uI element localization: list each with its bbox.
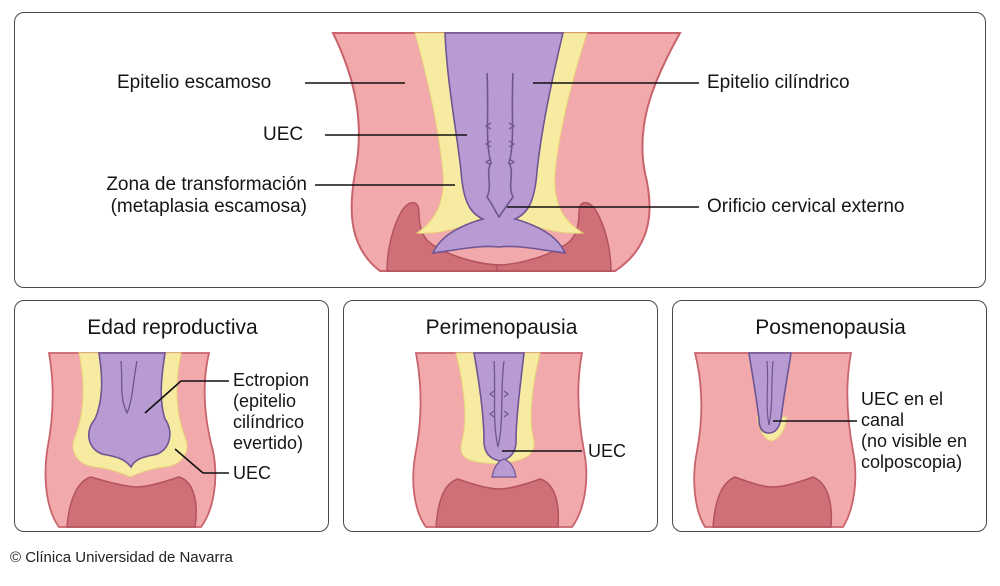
- cervix-postmenopause-illustration: [693, 352, 857, 528]
- label-uec-perimenopause: UEC: [588, 441, 627, 461]
- label-ectropion: Ectropion (epitelio cilíndrico evertido): [233, 370, 310, 453]
- panel-title-postmenopause: Posmenopausia: [755, 316, 906, 339]
- ectropion-region: [87, 352, 171, 469]
- label-squamous-epithelium: Epitelio escamoso: [117, 72, 272, 93]
- reproductive-age-panel: Edad reproductiva Ectropion (epitelio ci…: [14, 300, 329, 532]
- panel-title-perimenopause: Perimenopausia: [425, 316, 578, 339]
- label-uec-in-canal: UEC en el canal (no visible en colposcop…: [861, 389, 968, 472]
- columnar-epithelium-region: [431, 32, 567, 254]
- cervix-perimenopause-illustration: [412, 352, 588, 528]
- label-uec: UEC: [263, 124, 304, 145]
- cervix-main-illustration: [305, 32, 699, 272]
- main-diagram-panel: Epitelio escamoso UEC Zona de transforma…: [14, 12, 986, 288]
- label-uec-reproductive: UEC: [233, 463, 272, 483]
- label-transformation-zone: Zona de transformación (metaplasia escam…: [106, 174, 307, 217]
- vaginal-wall-region: [386, 201, 502, 272]
- postmenopause-panel: Posmenopausia UEC en el canal (no visibl…: [672, 300, 987, 532]
- copyright-notice: © Clínica Universidad de Navarra: [10, 549, 233, 566]
- label-external-os: Orificio cervical externo: [707, 196, 905, 217]
- panel-title-reproductive: Edad reproductiva: [87, 316, 258, 339]
- cervix-reproductive-illustration: [44, 352, 229, 528]
- endocervical-canal: [486, 72, 514, 219]
- perimenopause-panel: Perimenopausia UEC: [343, 300, 658, 532]
- label-columnar-epithelium: Epitelio cilíndrico: [707, 72, 850, 93]
